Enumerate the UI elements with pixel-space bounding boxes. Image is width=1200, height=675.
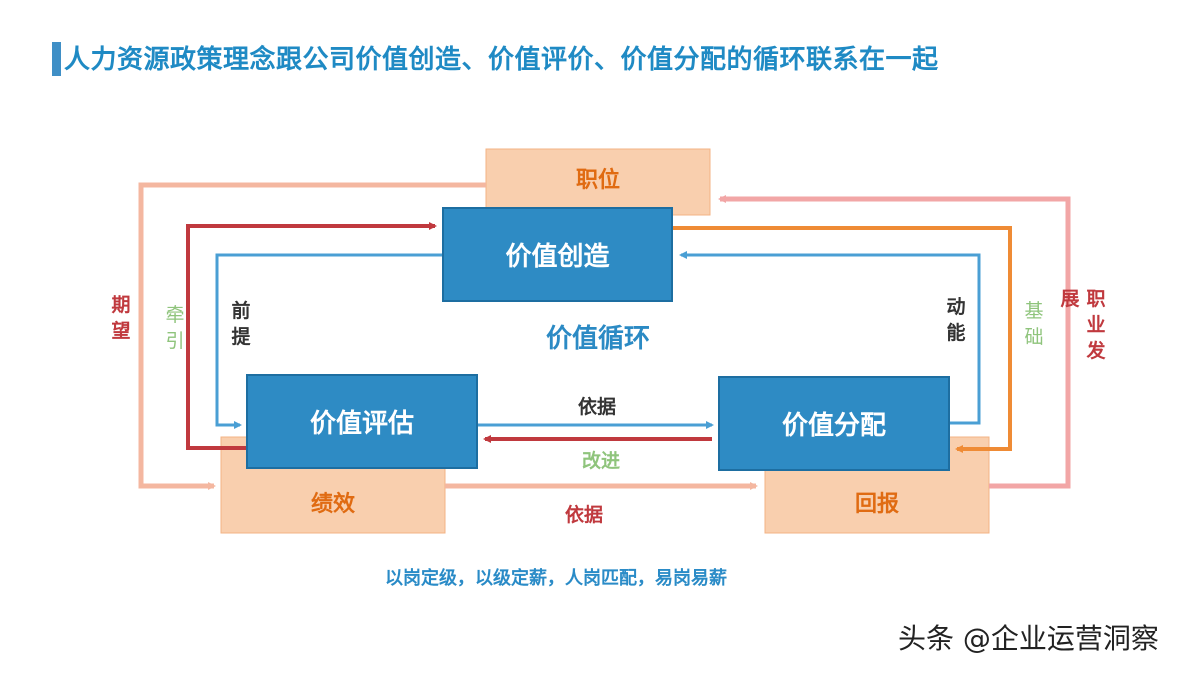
career-development-label-part: 职业发 [1086,288,1106,362]
career-development-label-part: 展 [1060,288,1080,310]
career-development-label: 展职业发 [1058,286,1108,366]
foundation-arrow [672,226,1012,453]
foundation-label: 基础 [1024,300,1044,348]
position-label: 职位 [575,168,620,193]
value-evaluation-label: 价值评估 [309,409,414,439]
value-evaluation-box [246,374,478,469]
value-cycle-label: 价值循环 [546,324,651,354]
value-distribution-label: 价值分配 [781,411,886,441]
motivation-label: 动能 [946,296,966,344]
motivation-arrow [679,251,981,425]
improvement-label: 改进 [582,450,621,472]
reward-label: 回报 [854,491,899,517]
traction-arrow [186,222,437,450]
premise-arrow [215,253,443,429]
watermark: 头条 @企业运营洞察 [898,622,1159,655]
page-title: 人力资源政策理念跟公司价值创造、价值评价、价值分配的循环联系在一起 [64,45,939,75]
traction-label: 牵引 [165,304,185,352]
expectation-arrow [138,182,486,490]
basis-top-label: 依据 [578,396,617,418]
title-accent-bar [52,42,61,76]
value-creation-box [442,207,673,302]
expectation-label: 期望 [111,294,131,342]
value-creation-label: 价值创造 [505,242,610,272]
performance-label: 绩效 [310,491,355,517]
career-development-arrow [718,195,1071,489]
basis-bottom-label: 依据 [565,504,604,526]
premise-label: 前提 [231,300,251,348]
value-distribution-box [718,376,950,471]
footer-principle: 以岗定级，以级定薪，人岗匹配，易岗易薪 [385,568,727,589]
position-box [485,148,711,216]
